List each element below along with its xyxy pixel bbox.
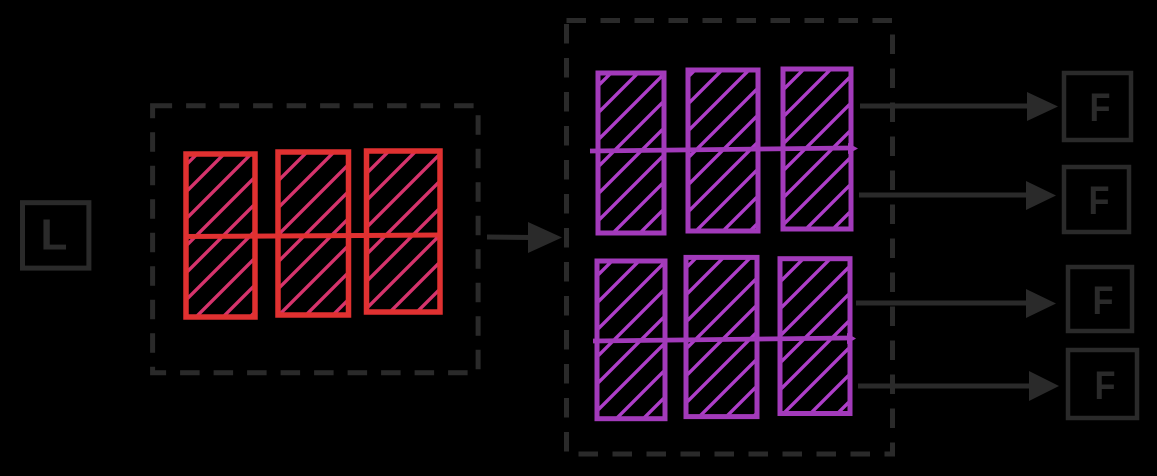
svg-text:F: F	[1089, 179, 1110, 223]
svg-text:F: F	[1093, 279, 1114, 323]
svg-text:F: F	[1090, 86, 1111, 130]
svg-text:F: F	[1095, 364, 1116, 408]
svg-text:L: L	[41, 211, 68, 260]
